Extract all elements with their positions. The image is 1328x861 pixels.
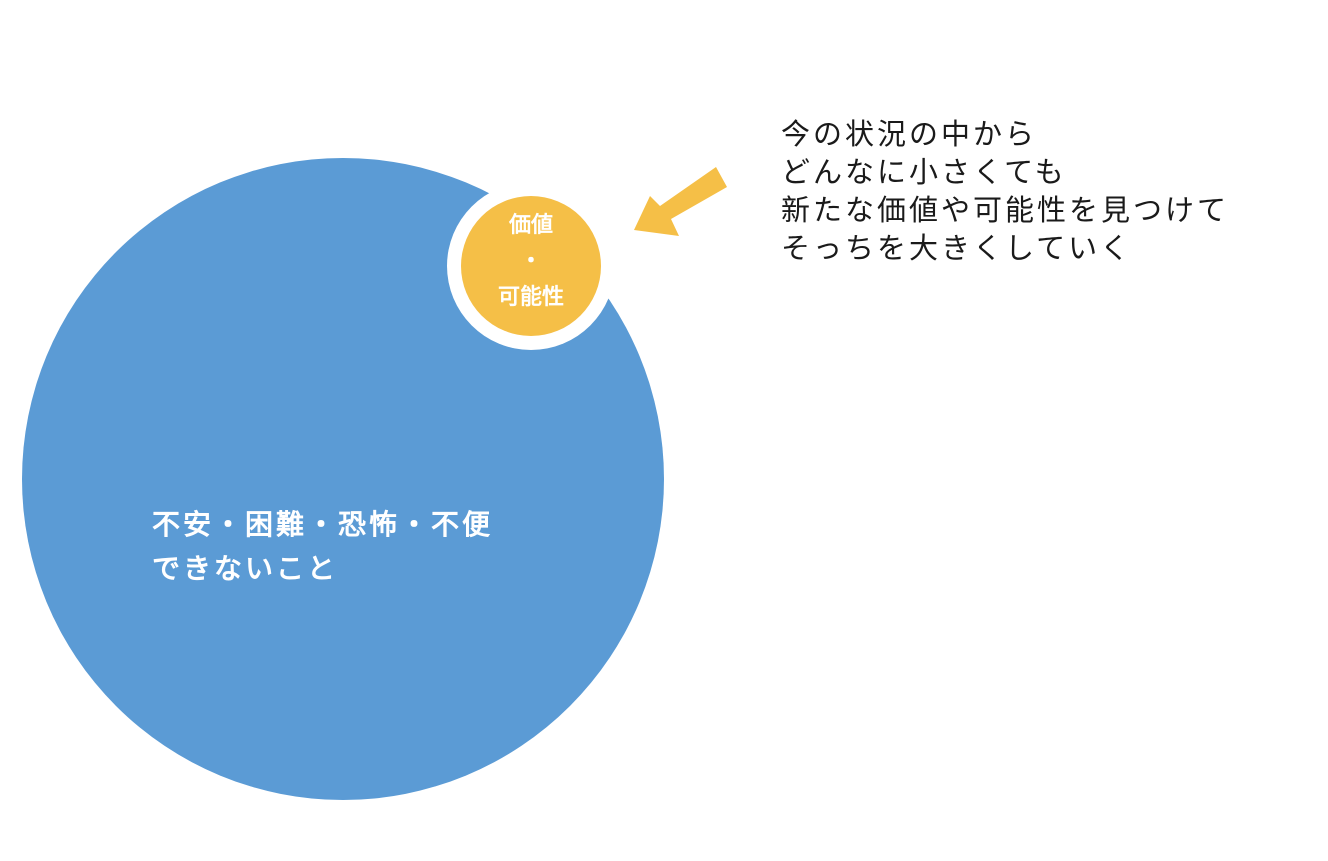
callout-line-1: 今の状況の中から <box>781 117 1038 151</box>
callout-line-3: 新たな価値や可能性を見つけて <box>781 193 1230 227</box>
value-label-line-2: 可能性 <box>497 285 564 310</box>
problems-label-line-1: 不安・困難・恐怖・不便 <box>152 508 494 541</box>
callout-line-4: そっちを大きくしていく <box>781 231 1133 265</box>
callout-line-2: どんなに小さくても <box>781 155 1067 189</box>
value-possibility-label: 価値 ・ 可能性 <box>461 208 601 316</box>
problems-label: 不安・困難・恐怖・不便 できないこと <box>152 503 493 591</box>
problems-label-line-2: できないこと <box>152 552 339 585</box>
value-label-line-1: 価値 <box>508 213 553 238</box>
arrow-down-left-icon <box>634 167 727 236</box>
callout-text: 今の状況の中から どんなに小さくても 新たな価値や可能性を見つけて そっちを大き… <box>781 115 1229 267</box>
value-label-separator: ・ <box>519 249 542 274</box>
value-possibility-circle <box>461 196 601 336</box>
